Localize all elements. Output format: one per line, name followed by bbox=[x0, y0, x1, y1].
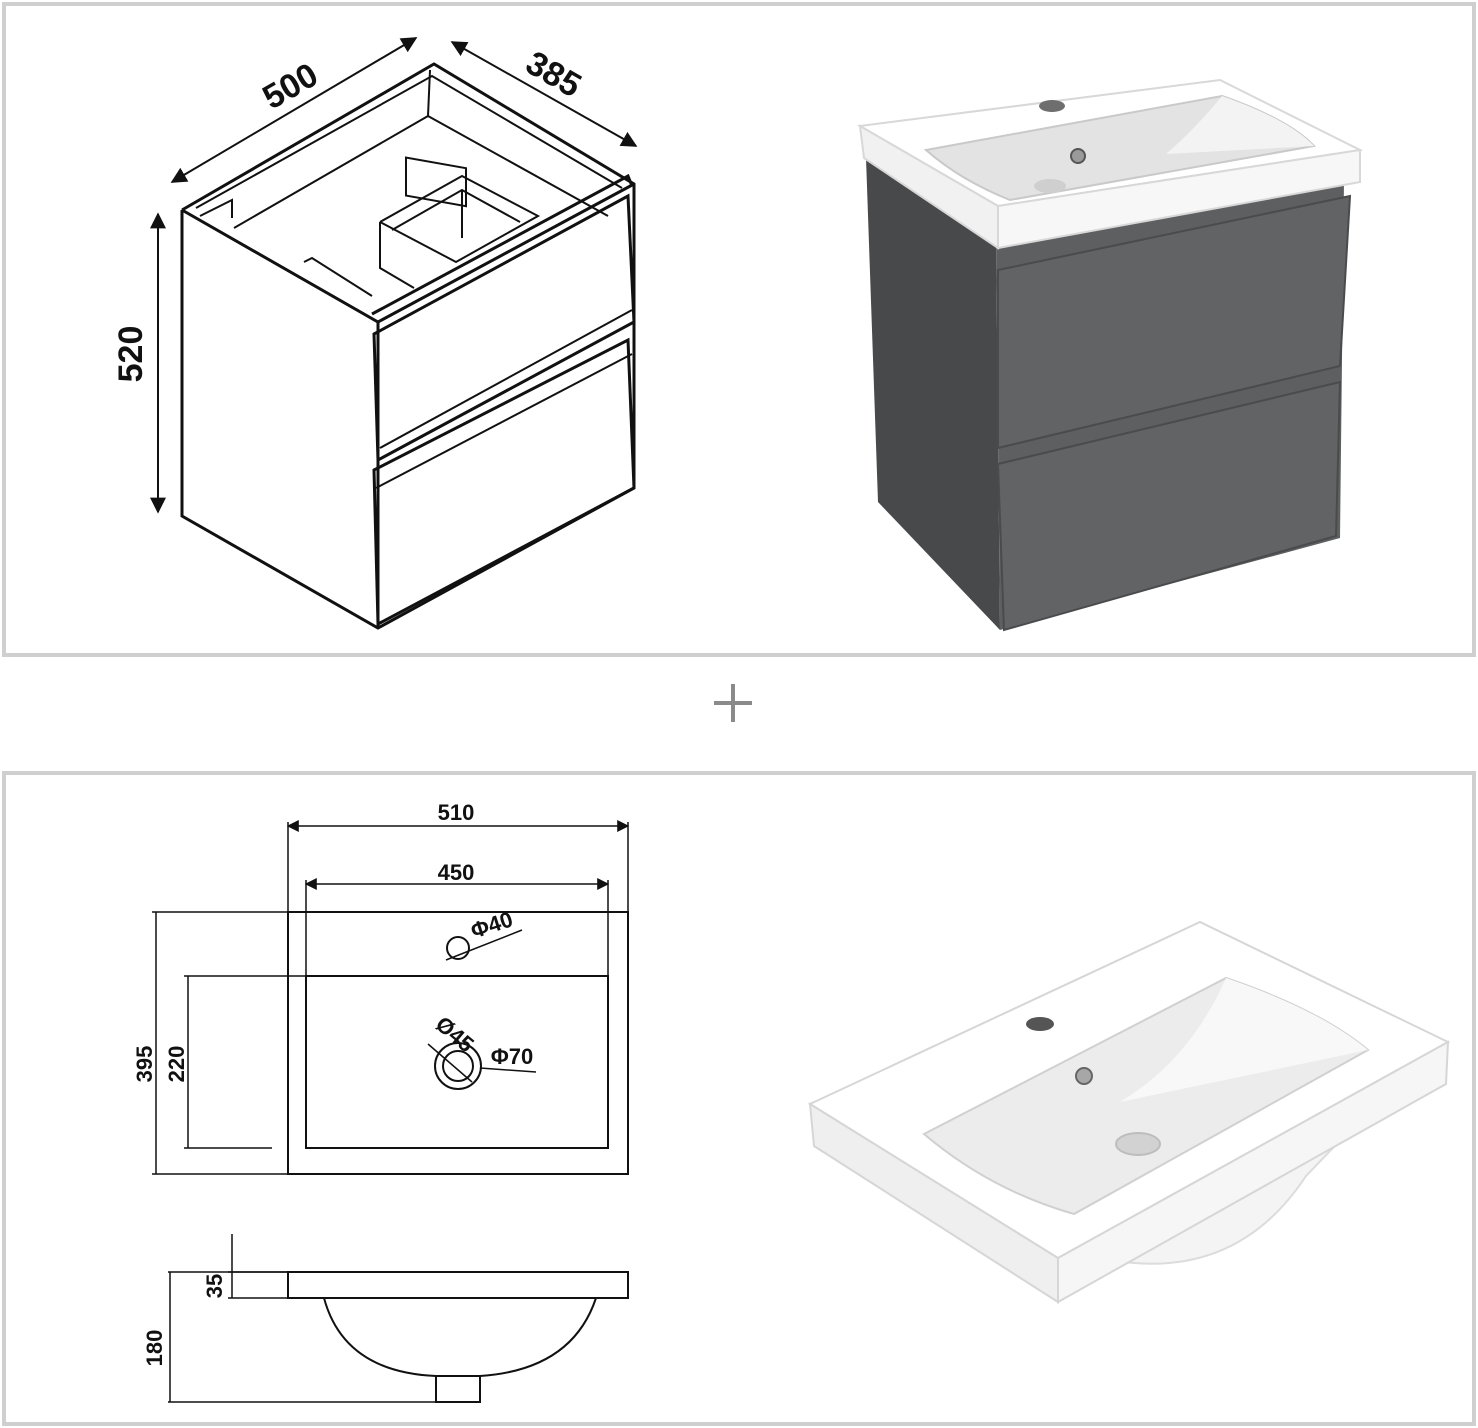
basin-section-drawing: 35 180 bbox=[142, 1234, 629, 1403]
cabinet-height-label: 520 bbox=[112, 326, 150, 383]
render-basin-tap-hole bbox=[1026, 1017, 1054, 1031]
tap-hole-icon bbox=[446, 936, 470, 960]
top-drawer-front bbox=[372, 193, 636, 463]
plumbing-cutout bbox=[379, 174, 541, 264]
rim-height-label: 35 bbox=[202, 1274, 227, 1298]
drain-outer-label: Φ70 bbox=[491, 1044, 534, 1069]
overall-width-label: 510 bbox=[438, 800, 475, 825]
bowl-width-label: 450 bbox=[438, 860, 475, 885]
wall-bracket-icon bbox=[405, 156, 467, 208]
cabinet-depth-label: 385 bbox=[519, 44, 587, 105]
cabinet-line-drawing: 500 385 520 bbox=[112, 37, 638, 630]
render-drain bbox=[1034, 179, 1066, 193]
render-basin-overflow bbox=[1075, 1067, 1093, 1085]
basin-outer-outline bbox=[287, 911, 629, 1175]
basin-bowl-outline bbox=[305, 975, 609, 1149]
bowl-depth-label: 220 bbox=[164, 1046, 189, 1083]
drain-inner-icon bbox=[442, 1050, 474, 1082]
overall-depth-label: 395 bbox=[132, 1046, 157, 1083]
cabinet-top-edge bbox=[181, 182, 635, 324]
cabinet-render bbox=[856, 78, 1364, 632]
basin-plan-drawing: 510 450 395 220 Φ40 Ø45 Φ70 bbox=[132, 800, 630, 1175]
basin-render bbox=[807, 920, 1451, 1304]
basin-rim-section bbox=[287, 1271, 629, 1299]
width-dimension-line bbox=[170, 37, 418, 183]
cabinet-width-label: 500 bbox=[256, 56, 324, 117]
render-bottom-drawer bbox=[996, 380, 1342, 632]
render-overflow bbox=[1070, 148, 1086, 164]
drain-inner-label: Ø45 bbox=[431, 1011, 479, 1057]
depth-dimension-line bbox=[450, 41, 638, 147]
render-top-drawer bbox=[997, 194, 1352, 450]
basin-bowl-section bbox=[323, 1297, 597, 1377]
basin-drain-section bbox=[435, 1375, 481, 1403]
total-height-label: 180 bbox=[142, 1330, 167, 1367]
drain-outer-icon bbox=[434, 1042, 482, 1090]
render-tap-hole bbox=[1039, 100, 1065, 112]
bottom-drawer-front bbox=[372, 337, 636, 627]
plus-icon bbox=[714, 684, 754, 724]
render-basin-drain bbox=[1115, 1132, 1161, 1156]
